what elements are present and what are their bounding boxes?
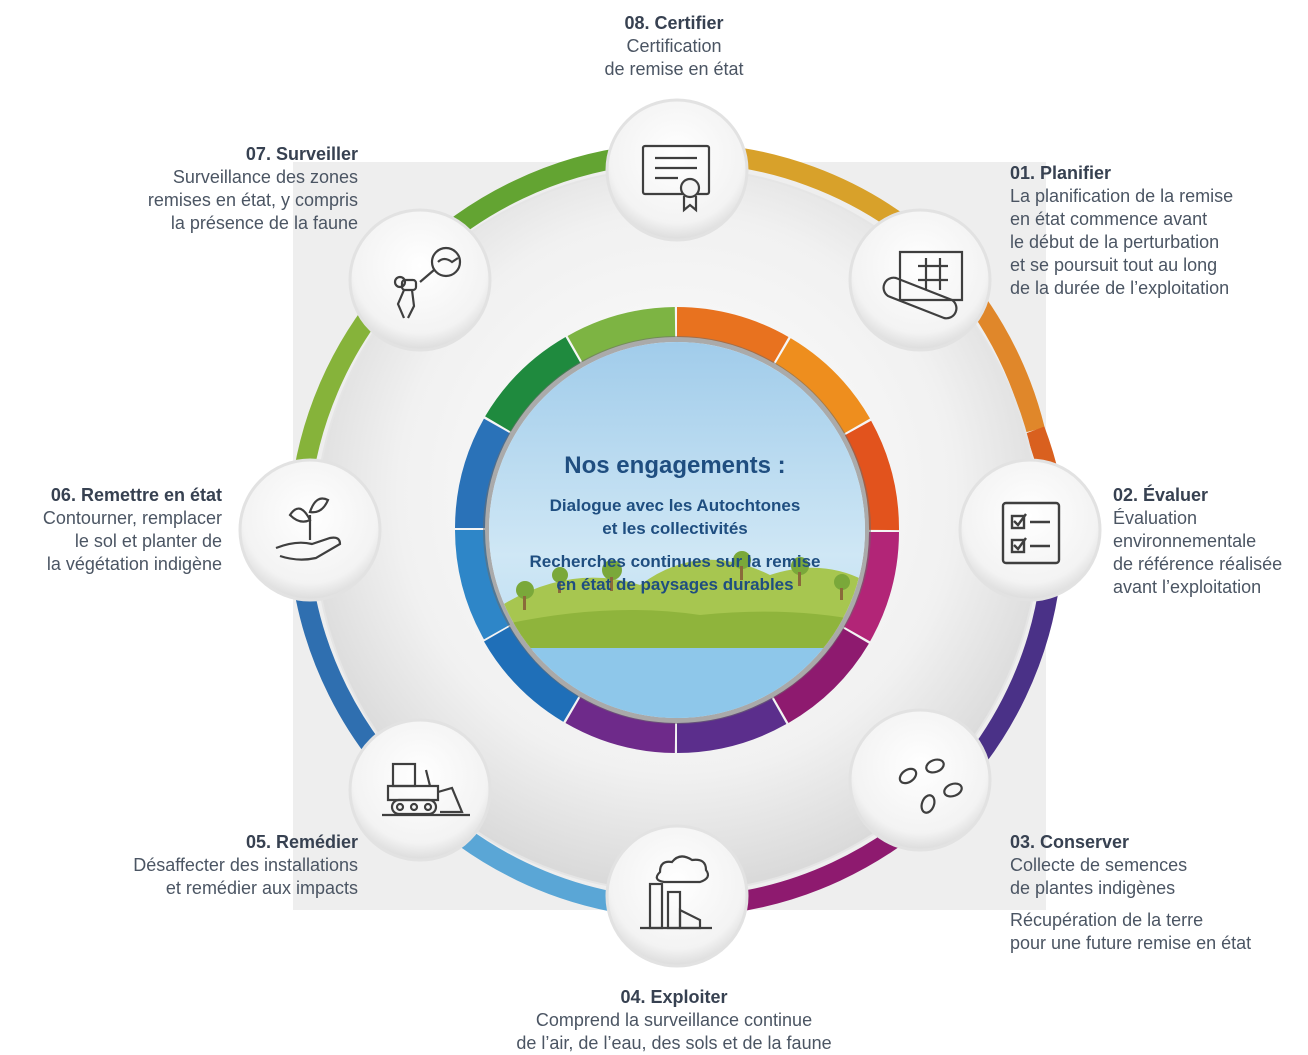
icon-badge-06 <box>238 458 382 602</box>
commitment-dialogue: Dialogue avec les Autochtones et les col… <box>549 496 801 538</box>
step-title: 05. Remédier <box>245 832 358 852</box>
checklist-icon <box>1001 501 1061 565</box>
step-description: Comprend la surveillance continue de l’a… <box>516 1010 832 1053</box>
step-extra-description: Récupération de la terre pour une future… <box>1010 910 1252 953</box>
inner-segment-10 <box>455 418 511 529</box>
icon-badge-08 <box>605 98 749 242</box>
inner-segment-5 <box>773 628 869 723</box>
step-title: 08. Certifier <box>624 13 724 33</box>
inner-segment-8 <box>484 626 579 722</box>
inner-segment-2 <box>775 338 870 434</box>
step-07-label: 07. Surveiller Surveillance des zones re… <box>60 143 358 235</box>
inner-color-ring <box>455 307 900 753</box>
blueprint-roll-icon <box>882 250 964 320</box>
inner-segment-11 <box>485 337 581 432</box>
step-06-label: 06. Remettre en état Contourner, remplac… <box>0 484 222 576</box>
landscape-scene <box>489 342 865 718</box>
certificate-icon <box>641 144 711 213</box>
step-title: 02. Évaluer <box>1113 485 1209 505</box>
step-05-label: 05. Remédier Désaffecter des installatio… <box>40 831 358 900</box>
step-title: 03. Conserver <box>1010 832 1130 852</box>
bulldozer-icon <box>382 762 470 817</box>
icon-badge-03 <box>848 708 992 852</box>
step-title: 06. Remettre en état <box>50 485 222 505</box>
step-08-label: 08. Certifier Certification de remise en… <box>504 12 844 81</box>
commitment-research: Recherches continues sur la remise en ét… <box>529 552 821 594</box>
step-04-label: 04. Exploiter Comprend la surveillance c… <box>454 986 894 1055</box>
icon-badge-07 <box>348 208 492 352</box>
step-description: Collecte de semences de plantes indigène… <box>1010 855 1188 898</box>
step-title: 04. Exploiter <box>620 987 728 1007</box>
inner-segment-6 <box>676 697 787 753</box>
commitments-heading: Nos engagements : <box>564 452 786 479</box>
step-icon-circles <box>238 98 1102 968</box>
icon-badge-04 <box>605 824 749 968</box>
icon-badge-05 <box>348 718 492 862</box>
inner-segment-4 <box>843 531 899 642</box>
inner-segment-3 <box>844 420 900 531</box>
step-description: Certification de remise en état <box>604 36 744 79</box>
factory-icon <box>640 855 712 930</box>
step-description: Évaluation environnementale de référence… <box>1113 508 1283 597</box>
step-description: La planification de la remise en état co… <box>1010 186 1234 298</box>
step-description: Contourner, remplacer le sol et planter … <box>42 508 222 574</box>
inner-segment-12 <box>567 307 676 363</box>
step-description: Désaffecter des installations et remédie… <box>133 855 358 898</box>
inner-segment-7 <box>565 696 676 753</box>
step-description: Surveillance des zones remises en état, … <box>147 167 358 233</box>
seeds-icon <box>898 758 963 814</box>
binoculars-bird-icon <box>393 246 462 319</box>
step-02-label: 02. Évaluer Évaluation environnementale … <box>1113 484 1308 599</box>
icon-badge-01 <box>848 208 992 352</box>
step-01-label: 01. Planifier La planification de la rem… <box>1010 162 1308 300</box>
inner-segment-9 <box>455 529 511 640</box>
step-title: 01. Planifier <box>1010 163 1112 183</box>
plant-hand-icon <box>275 497 342 561</box>
commitments-block: Nos engagements : Dialogue avec les Auto… <box>490 452 860 596</box>
step-title: 07. Surveiller <box>245 144 358 164</box>
step-03-label: 03. Conserver Collecte de semences de pl… <box>1010 831 1308 955</box>
icon-badge-02 <box>958 458 1102 602</box>
inner-segment-1 <box>676 307 789 364</box>
